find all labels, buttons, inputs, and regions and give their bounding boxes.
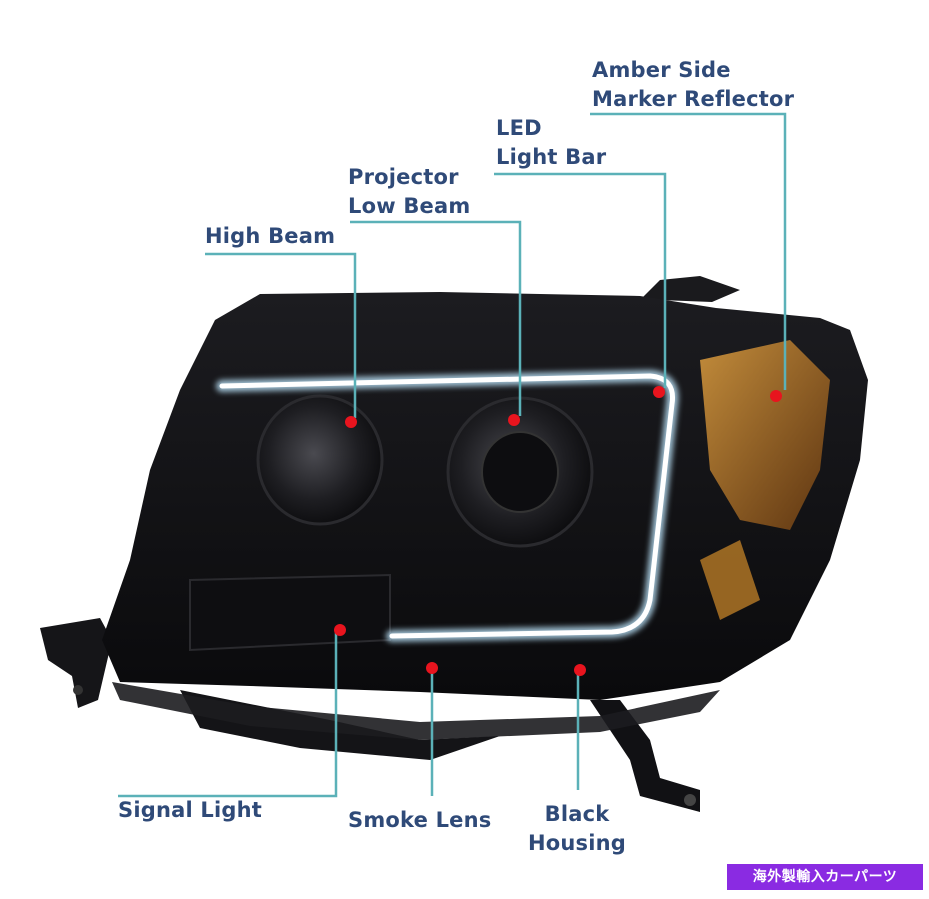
mounting-bracket-top — [640, 276, 740, 302]
leader-line-amber-side-marker-reflector — [590, 112, 787, 390]
leader-line-projector-low-beam — [350, 220, 522, 416]
mounting-bracket-left — [40, 618, 112, 708]
label-signal-light: Signal Light — [118, 798, 262, 822]
amber-side-marker — [700, 340, 830, 620]
label-smoke-lens: Smoke Lens — [348, 808, 492, 832]
marker-dot-black-housing — [574, 664, 586, 676]
leader-line-signal-light — [118, 628, 338, 798]
high-beam-lens — [256, 394, 384, 526]
leader-lines — [118, 112, 787, 798]
watermark-badge: 海外製輸入カーパーツ — [727, 864, 923, 890]
marker-dot-smoke-lens — [426, 662, 438, 674]
marker-dots — [334, 386, 782, 676]
low-beam-lens — [446, 396, 594, 548]
label-projector-low-beam: Projector Low Beam — [348, 165, 471, 218]
leader-line-high-beam — [205, 252, 357, 418]
label-led-light-bar: LED Light Bar — [496, 116, 607, 169]
marker-dot-projector-low-beam — [508, 414, 520, 426]
label-amber-side-marker-reflector: Amber Side Marker Reflector — [592, 58, 795, 111]
marker-dot-signal-light — [334, 624, 346, 636]
signal-light-area — [189, 573, 391, 652]
label-high-beam: High Beam — [205, 224, 336, 248]
marker-dot-amber-side-marker-reflector — [770, 390, 782, 402]
leader-line-led-light-bar — [494, 172, 667, 388]
led-light-bar-shape — [216, 369, 679, 642]
label-black-housing: Black Housing — [528, 802, 627, 855]
marker-dot-led-light-bar — [653, 386, 665, 398]
marker-dot-high-beam — [345, 416, 357, 428]
